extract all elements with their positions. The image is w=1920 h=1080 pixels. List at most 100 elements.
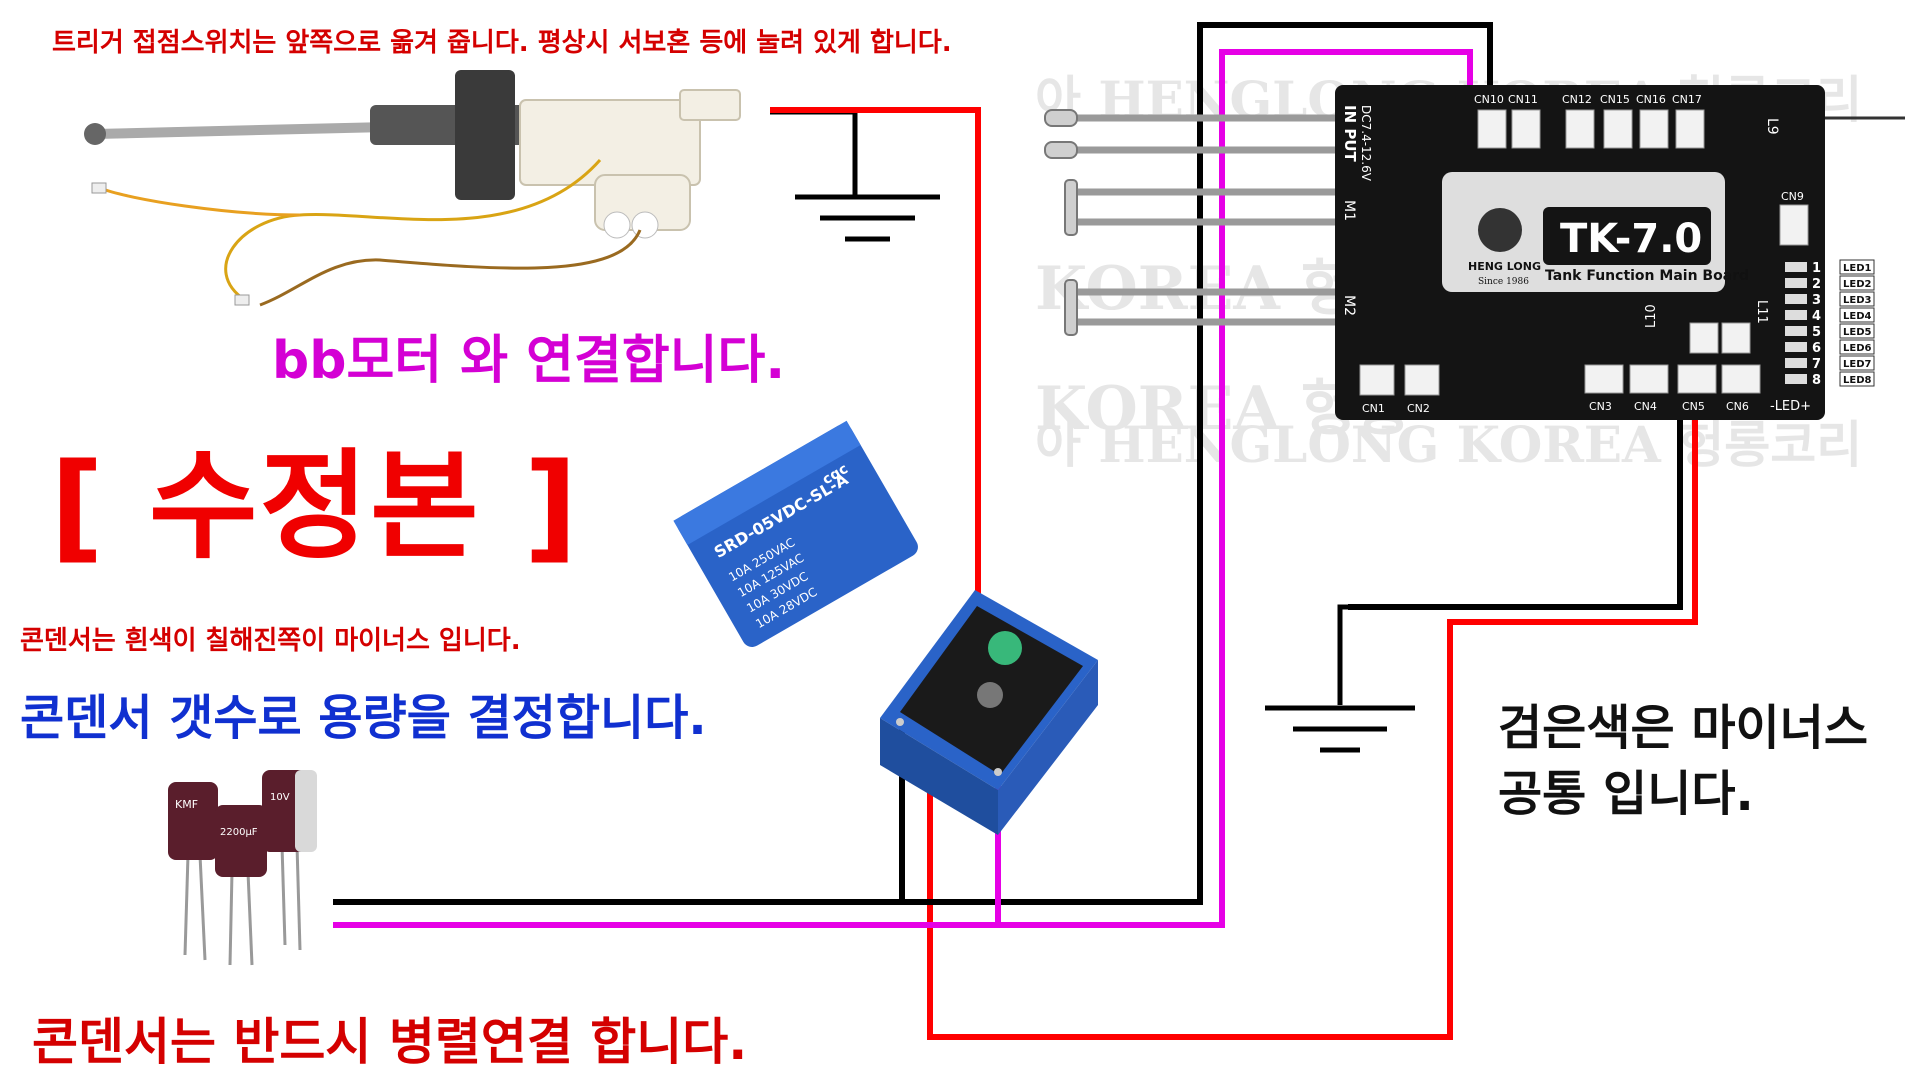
connector-cn2 xyxy=(1404,364,1440,396)
led-tag-box-2 xyxy=(1839,275,1875,291)
board-m1: M1 xyxy=(1341,200,1357,221)
connector-cn5 xyxy=(1677,364,1717,394)
board-l10: L10 xyxy=(1644,304,1659,328)
l11-connector xyxy=(1721,322,1751,354)
l10-connector xyxy=(1689,322,1719,354)
capacitors: KMF 2200μF 10V xyxy=(168,770,317,966)
board-input-label: IN PUT xyxy=(1341,105,1359,163)
led-pin-3 xyxy=(1785,294,1807,304)
capacitor-capacitance: 2200μF xyxy=(220,827,258,838)
connector-label-cn10: CN10 xyxy=(1474,93,1504,106)
led-tag-5: LED5 xyxy=(1843,327,1872,338)
black-wire-capacitor-board xyxy=(333,22,1493,905)
led-pin-8 xyxy=(1785,374,1807,384)
led-tag-box-8 xyxy=(1839,371,1875,387)
led-tag-2: LED2 xyxy=(1843,279,1872,290)
relay-coil-marker xyxy=(988,631,1022,665)
connector-cn3 xyxy=(1584,364,1624,394)
bb-gun-unit xyxy=(84,70,741,307)
led-tag-6: LED6 xyxy=(1843,343,1872,354)
main-board: TK-7.0 Tank Function Main Board HENG LON… xyxy=(1335,85,1825,420)
led-pin-7 xyxy=(1785,358,1807,368)
black-wire-board-ground xyxy=(1348,420,1683,610)
led-tag-box-5 xyxy=(1839,323,1875,339)
bottom-connectors: CN1 CN2 CN3 CN4 CN5 CN6 xyxy=(1359,364,1761,415)
cn9-label: CN9 xyxy=(1781,190,1804,203)
connector-cn11 xyxy=(1511,109,1541,149)
connector-cn6 xyxy=(1721,364,1761,394)
capacitor-count-note: 콘덴서 갯수로 용량을 결정합니다. xyxy=(20,690,707,746)
watermark-line-4: 아 HENGLONG KOREA 헝롱코리 xyxy=(1035,415,1863,470)
red-wire-gun-relay xyxy=(770,107,981,598)
motor-leads xyxy=(1045,114,1335,326)
connector-label-cn5: CN5 xyxy=(1682,400,1705,413)
connector-label-cn1: CN1 xyxy=(1362,402,1385,415)
connector-label-cn4: CN4 xyxy=(1634,400,1657,413)
black-common-line-1: 검은색은 마이너스 xyxy=(1498,700,1868,756)
relay-bottom xyxy=(880,590,1098,835)
connector-label-cn11: CN11 xyxy=(1508,93,1538,106)
board-brand: HENG LONG xyxy=(1468,260,1541,273)
led-number-4: 4 xyxy=(1812,309,1821,324)
led-tag-7: LED7 xyxy=(1843,359,1872,370)
led-number-6: 6 xyxy=(1812,341,1821,356)
board-m2: M2 xyxy=(1341,295,1357,316)
led-tag-3: LED3 xyxy=(1843,295,1872,306)
trigger-switch-note: 트리거 접점스위치는 앞쪽으로 옮겨 줍니다. 평상시 서보혼 등에 눌려 있게… xyxy=(52,28,952,58)
connector-cn10 xyxy=(1477,109,1507,149)
capacitor-brand: KMF xyxy=(175,798,198,811)
magenta-wire-capacitor-board xyxy=(333,49,1473,928)
led-tag-box-3 xyxy=(1839,291,1875,307)
led-tag-box-4 xyxy=(1839,307,1875,323)
connector-label-cn2: CN2 xyxy=(1407,402,1430,415)
led-pin-4 xyxy=(1785,310,1807,320)
board-subtitle: Tank Function Main Board xyxy=(1545,268,1749,284)
red-wire-relay-board xyxy=(927,420,1698,1040)
led-tag-4: LED4 xyxy=(1843,311,1872,322)
led-pin-1 xyxy=(1785,262,1807,272)
led-number-8: 8 xyxy=(1812,373,1821,388)
motor-lead-plugs xyxy=(1044,109,1078,336)
connector-cn16 xyxy=(1639,109,1669,149)
board-l11: L11 xyxy=(1754,300,1769,324)
black-common-note: 검은색은 마이너스 공통 입니다. xyxy=(1498,695,1868,827)
capacitor-2 xyxy=(215,805,267,877)
connector-cn4 xyxy=(1629,364,1669,394)
connector-cn15 xyxy=(1603,109,1633,149)
connector-label-cn12: CN12 xyxy=(1562,93,1592,106)
connector-label-cn16: CN16 xyxy=(1636,93,1666,106)
capacitor-parallel-note: 콘덴서는 반드시 병렬연결 합니다. xyxy=(32,1013,748,1071)
connector-label-cn3: CN3 xyxy=(1589,400,1612,413)
connector-cn17 xyxy=(1675,109,1705,149)
brand-logo xyxy=(1478,208,1522,252)
board-model: TK-7.0 xyxy=(1560,216,1702,262)
led-pin-5 xyxy=(1785,326,1807,336)
revision-title: [ 수정본 ] xyxy=(50,437,580,575)
led-label: -LED+ xyxy=(1770,399,1811,414)
led-pin-2 xyxy=(1785,278,1807,288)
connector-label-cn6: CN6 xyxy=(1726,400,1749,413)
led-number-1: 1 xyxy=(1812,261,1821,276)
led-number-7: 7 xyxy=(1812,357,1821,372)
led-number-5: 5 xyxy=(1812,325,1821,340)
bb-motor-note: bb모터 와 연결합니다. xyxy=(272,331,786,391)
relay-top: SRD-05VDC-SL-A 10A 250VAC 10A 125VAC 10A… xyxy=(673,420,918,647)
led-number-2: 2 xyxy=(1812,277,1821,292)
ground-symbol-right xyxy=(1265,604,1415,753)
connector-label-cn17: CN17 xyxy=(1672,93,1702,106)
ground-symbol-top xyxy=(770,109,940,242)
board-l9: L9 xyxy=(1764,118,1780,135)
led-pin-6 xyxy=(1785,342,1807,352)
led-number-3: 3 xyxy=(1812,293,1821,308)
led-tag-box-6 xyxy=(1839,339,1875,355)
led-tag-8: LED8 xyxy=(1843,375,1872,386)
board-voltage: DC7.4-12.6V xyxy=(1359,105,1373,182)
led-tag-box-7 xyxy=(1839,355,1875,371)
board-since: Since 1986 xyxy=(1478,277,1529,287)
black-common-line-2: 공통 입니다. xyxy=(1498,766,1754,822)
capacitor-polarity-note: 콘덴서는 흰색이 칠해진쪽이 마이너스 입니다. xyxy=(20,626,521,656)
